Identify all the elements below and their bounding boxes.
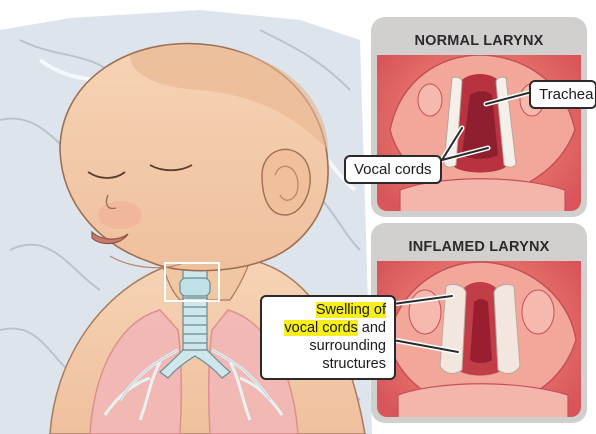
inflamed-larynx-title: INFLAMED LARYNX: [375, 239, 583, 255]
swelling-line-2-rest: and: [358, 320, 386, 336]
swelling-line-3: surrounding: [270, 337, 386, 355]
vocal-cords-callout: Vocal cords: [344, 155, 442, 184]
swelling-line-2-highlight: vocal cords: [284, 320, 357, 336]
swelling-line-4: structures: [270, 355, 386, 373]
trachea-label: Trachea: [539, 86, 593, 103]
swelling-callout: Swelling of vocal cords and surrounding …: [260, 295, 396, 380]
trachea-callout: Trachea: [529, 80, 596, 109]
swelling-line-1-text: Swelling of: [316, 302, 386, 318]
swelling-line-2: vocal cords and: [270, 319, 386, 337]
baby-head: [60, 44, 328, 271]
vocal-cords-label: Vocal cords: [354, 161, 432, 178]
swelling-line-1: Swelling of: [270, 301, 386, 319]
normal-larynx-title: NORMAL LARYNX: [375, 33, 583, 49]
